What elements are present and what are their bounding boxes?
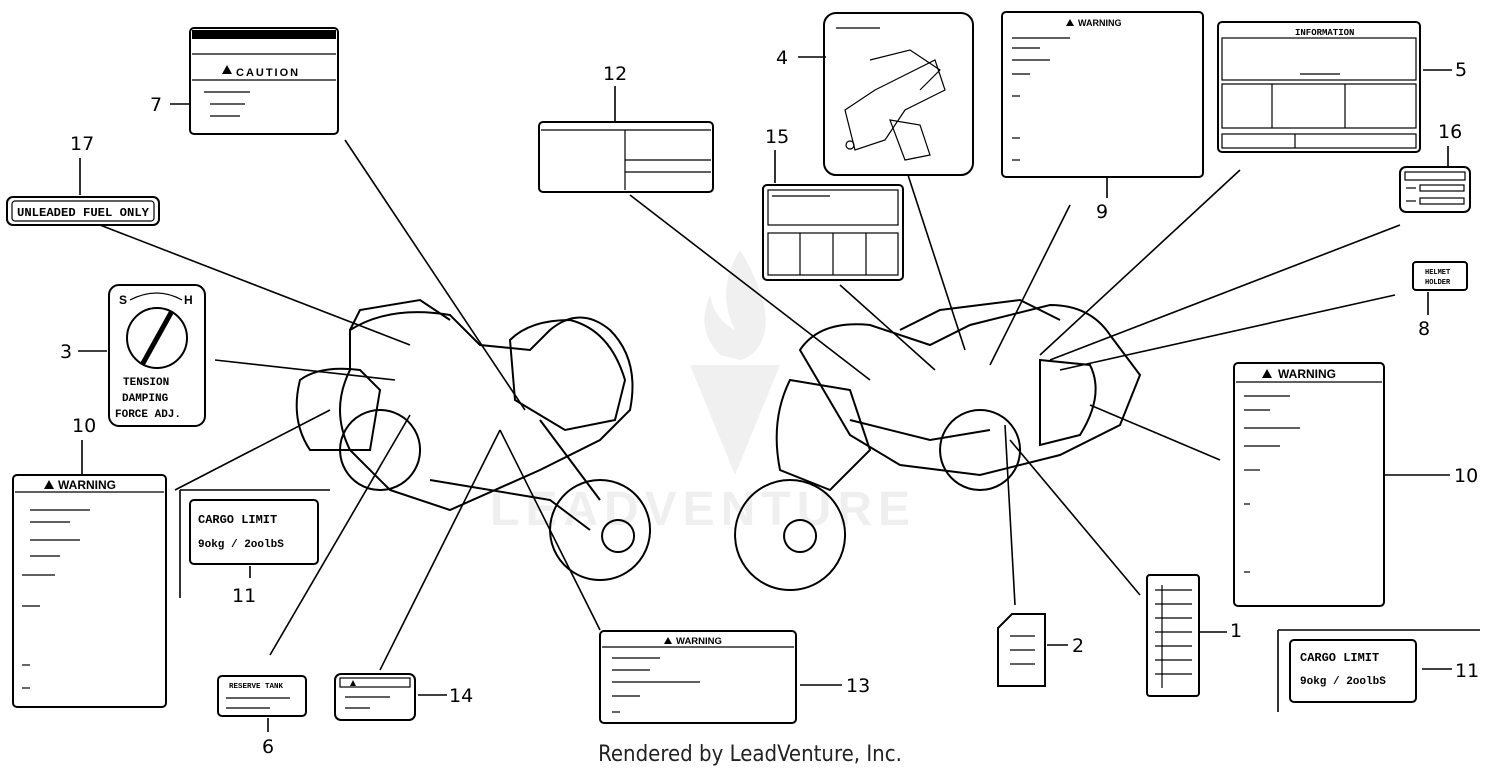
- cargo-limit-heading-right: CARGO LIMIT: [1300, 651, 1379, 665]
- callout-11-left: 11: [232, 585, 256, 607]
- cargo-limit-value-left: 9okg / 2oolbS: [198, 539, 284, 551]
- warning-heading-left: WARNING: [58, 478, 116, 492]
- cargo-limit-value-right: 9okg / 2oolbS: [1300, 676, 1386, 688]
- callout-5: 5: [1455, 59, 1467, 81]
- reserve-text: RESERVE TANK: [229, 683, 284, 691]
- callout-10-left: 10: [72, 415, 96, 437]
- helmet-line-2: HOLDER: [1425, 279, 1451, 287]
- svg-text:LEADVENTURE: LEADVENTURE: [490, 483, 916, 536]
- label-unleaded-fuel: UNLEADED FUEL ONLY: [6, 196, 160, 226]
- callout-15: 15: [765, 126, 789, 148]
- tension-line-1: TENSION: [123, 377, 169, 389]
- motorcycle-left: [295, 298, 651, 581]
- callout-2: 2: [1072, 635, 1084, 657]
- label-reserve-tank: RESERVE TANK: [217, 675, 307, 717]
- warning-heading-right: WARNING: [1278, 367, 1336, 381]
- label-1: [1146, 574, 1200, 697]
- callout-6: 6: [262, 736, 274, 758]
- callout-12: 12: [603, 63, 627, 85]
- label-4: [823, 12, 974, 176]
- warning-heading-13: WARNING: [676, 636, 722, 647]
- label-cargo-limit-right: CARGO LIMIT 9okg / 2oolbS: [1277, 629, 1480, 712]
- callout-11-right: 11: [1455, 660, 1479, 682]
- callout-14: 14: [449, 685, 473, 707]
- label-helmet-holder: HELMET HOLDER: [1412, 261, 1468, 291]
- callout-9: 9: [1096, 201, 1108, 223]
- label-warning-10-left: WARNING: [12, 474, 167, 708]
- motorcycle-right: [734, 298, 1142, 591]
- callout-7: 7: [150, 94, 162, 116]
- label-12: [538, 121, 714, 193]
- callout-numbers: 17 7 3 10 11 6 14 12 13 15 4 9 5 16 8 10…: [60, 47, 1479, 758]
- tension-line-2: DAMPING: [122, 393, 169, 405]
- callout-16: 16: [1438, 121, 1462, 143]
- callout-3: 3: [60, 341, 72, 363]
- dial-h: H: [184, 293, 193, 307]
- label-tension-damping: S H TENSION DAMPING FORCE ADJ.: [108, 284, 206, 427]
- label-cargo-limit-left: CARGO LIMIT 9okg / 2oolbS: [179, 489, 330, 598]
- label-information: INFORMATION: [1217, 21, 1421, 153]
- callout-13: 13: [846, 675, 870, 697]
- watermark-logo: LEADVENTURE: [490, 250, 916, 536]
- callout-17: 17: [70, 133, 94, 155]
- tension-line-3: FORCE ADJ.: [115, 409, 181, 421]
- label-warning-13: WARNING: [599, 630, 797, 724]
- warning-heading-9: WARNING: [1078, 18, 1122, 28]
- label-16: [1399, 166, 1471, 213]
- callout-4: 4: [776, 47, 788, 69]
- leader-lines: [99, 139, 1401, 671]
- footer-credit: Rendered by LeadVenture, Inc.: [598, 742, 902, 767]
- caution-heading: CAUTION: [236, 67, 300, 79]
- helmet-line-1: HELMET: [1425, 269, 1450, 277]
- label-2: [997, 613, 1046, 687]
- cargo-limit-heading-left: CARGO LIMIT: [198, 513, 277, 527]
- unleaded-text: UNLEADED FUEL ONLY: [17, 207, 149, 220]
- label-15: [762, 184, 904, 281]
- label-warning-9: WARNING: [1001, 11, 1204, 178]
- callout-1: 1: [1230, 620, 1242, 642]
- label-warning-14: [334, 673, 416, 721]
- label-caution: CAUTION: [189, 27, 339, 135]
- information-heading: INFORMATION: [1295, 28, 1354, 38]
- label-warning-10-right: WARNING: [1233, 362, 1385, 607]
- callout-10-right: 10: [1454, 465, 1478, 487]
- dial-s: S: [119, 293, 127, 307]
- callout-8: 8: [1418, 318, 1430, 340]
